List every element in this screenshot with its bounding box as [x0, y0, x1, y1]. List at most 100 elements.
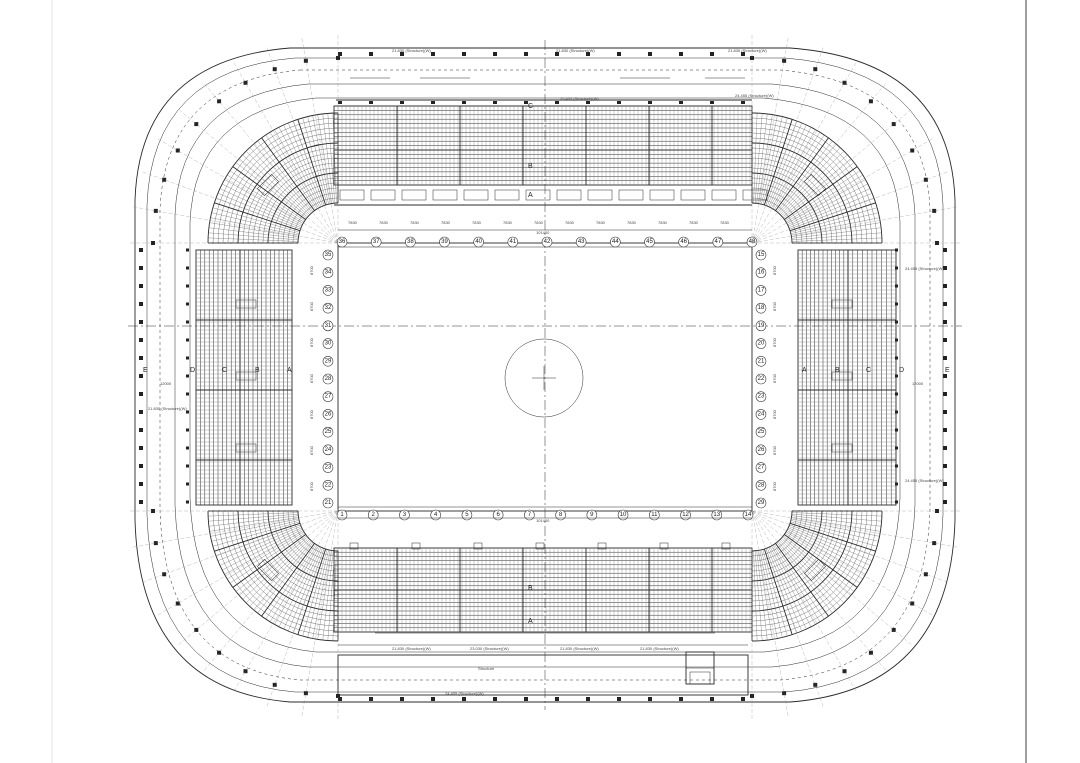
column [895, 464, 898, 468]
grid-bubble-circle [439, 236, 450, 248]
bay-label-side: 8700 [772, 445, 777, 455]
grid-bubble: 20 [755, 338, 767, 349]
radial-gridline [177, 107, 339, 244]
seat-ray [307, 549, 329, 638]
column [139, 392, 143, 396]
column [895, 428, 898, 432]
grid-bubble: 5 [461, 509, 473, 521]
seat-ray [754, 550, 763, 641]
seat-ray [762, 549, 788, 637]
column [895, 284, 898, 288]
bay-label-side: 8700 [309, 301, 314, 311]
seat-ray [791, 518, 880, 537]
grid-bubble-label: 38 [407, 239, 414, 245]
seat-ray [787, 529, 868, 571]
seat-ray [239, 536, 308, 596]
top-service-band [336, 77, 752, 107]
seat-ray [208, 232, 299, 241]
bay-label: 7830 [689, 220, 699, 225]
seat-ray [229, 170, 305, 221]
bay-label-side: 8700 [309, 265, 314, 275]
vomitory [535, 542, 545, 550]
bay-label-side: 8700 [772, 301, 777, 311]
seat-ray [219, 188, 302, 227]
grid-bubble: 17 [755, 285, 767, 296]
seat-ray [261, 137, 315, 211]
column [462, 52, 466, 56]
seat-ray [763, 548, 793, 635]
column [943, 248, 947, 252]
seating-bottom-stand [333, 542, 753, 633]
grid-bubble-circle [586, 509, 598, 521]
seat-ray [317, 550, 332, 640]
radial-gridline [751, 510, 959, 548]
seat-ray [283, 124, 322, 207]
radial-gridline [751, 45, 824, 244]
seat-ray [224, 179, 304, 224]
grid-bubble-circle [755, 409, 767, 420]
seat-ray [227, 174, 304, 223]
seat-ray [245, 150, 310, 215]
column [923, 177, 928, 182]
seat-ray [332, 113, 337, 204]
grid-bubble-label: 47 [714, 239, 721, 245]
grid-bubble-label: 28 [325, 376, 332, 382]
seat-ray [789, 524, 875, 557]
vomitory [235, 443, 257, 453]
seat-ray [791, 227, 882, 239]
column [194, 627, 199, 632]
room-label: Structure [478, 666, 495, 671]
grid-bubble-circle [755, 249, 767, 261]
level-label-bottom-5: 24.455 (Structure)(W) [445, 691, 484, 696]
column [462, 101, 466, 104]
grid-bubble-circle [405, 236, 416, 248]
seat-ray [767, 547, 802, 632]
grid-bubble-circle [322, 462, 334, 473]
axis-letter-right: E [945, 367, 950, 374]
seat-ray [239, 158, 308, 218]
seat-ray [222, 529, 303, 571]
grid-bubble-label: 14 [745, 512, 752, 518]
vomitory [370, 189, 396, 201]
grid-bubble-label: 5 [465, 512, 469, 518]
column [431, 52, 435, 56]
note-left: 21.830 (Structure)(W) [148, 406, 187, 411]
axis-letter-center-bottom: A [528, 618, 533, 625]
seat-ray [219, 527, 302, 566]
column [943, 410, 947, 414]
seat-ray [217, 526, 302, 561]
axis-letter-left: A [287, 367, 292, 374]
grid-bubble-label: 18 [758, 305, 765, 311]
column [162, 177, 167, 182]
column [139, 266, 143, 270]
radial-gridline [266, 510, 339, 709]
grid-bubble: 28 [755, 479, 767, 491]
column [710, 101, 714, 104]
radial-gridline [140, 171, 339, 244]
grid-bubble-label: 25 [758, 429, 765, 435]
grid-bubble-circle [755, 462, 767, 473]
seat-ray [790, 521, 878, 547]
seat-ray [211, 520, 300, 542]
seat-ray [214, 202, 301, 232]
level-label-bottom-1: 21.830 (Structure)(W) [392, 646, 431, 651]
grid-bubble-label: 9 [590, 512, 594, 518]
grid-bubble: 29 [322, 355, 334, 367]
seat-ray [762, 117, 788, 205]
seat-ray [208, 227, 299, 239]
grid-bubble: 36 [336, 236, 348, 248]
grid-bubble-circle [367, 509, 379, 521]
column [679, 697, 683, 701]
seat-ray [210, 518, 299, 537]
grid-bubble-circle [322, 409, 334, 420]
radial-gridline [131, 206, 339, 244]
seat-ray [214, 522, 301, 552]
axis-letter-center: C [528, 103, 533, 110]
grid-bubble-label: 22 [325, 482, 332, 488]
axis-letter-right: B [835, 367, 840, 374]
column [943, 500, 947, 504]
seat-ray [771, 129, 816, 209]
column [272, 682, 277, 687]
radial-gridline [202, 82, 339, 244]
corner-tunnel [804, 174, 826, 196]
